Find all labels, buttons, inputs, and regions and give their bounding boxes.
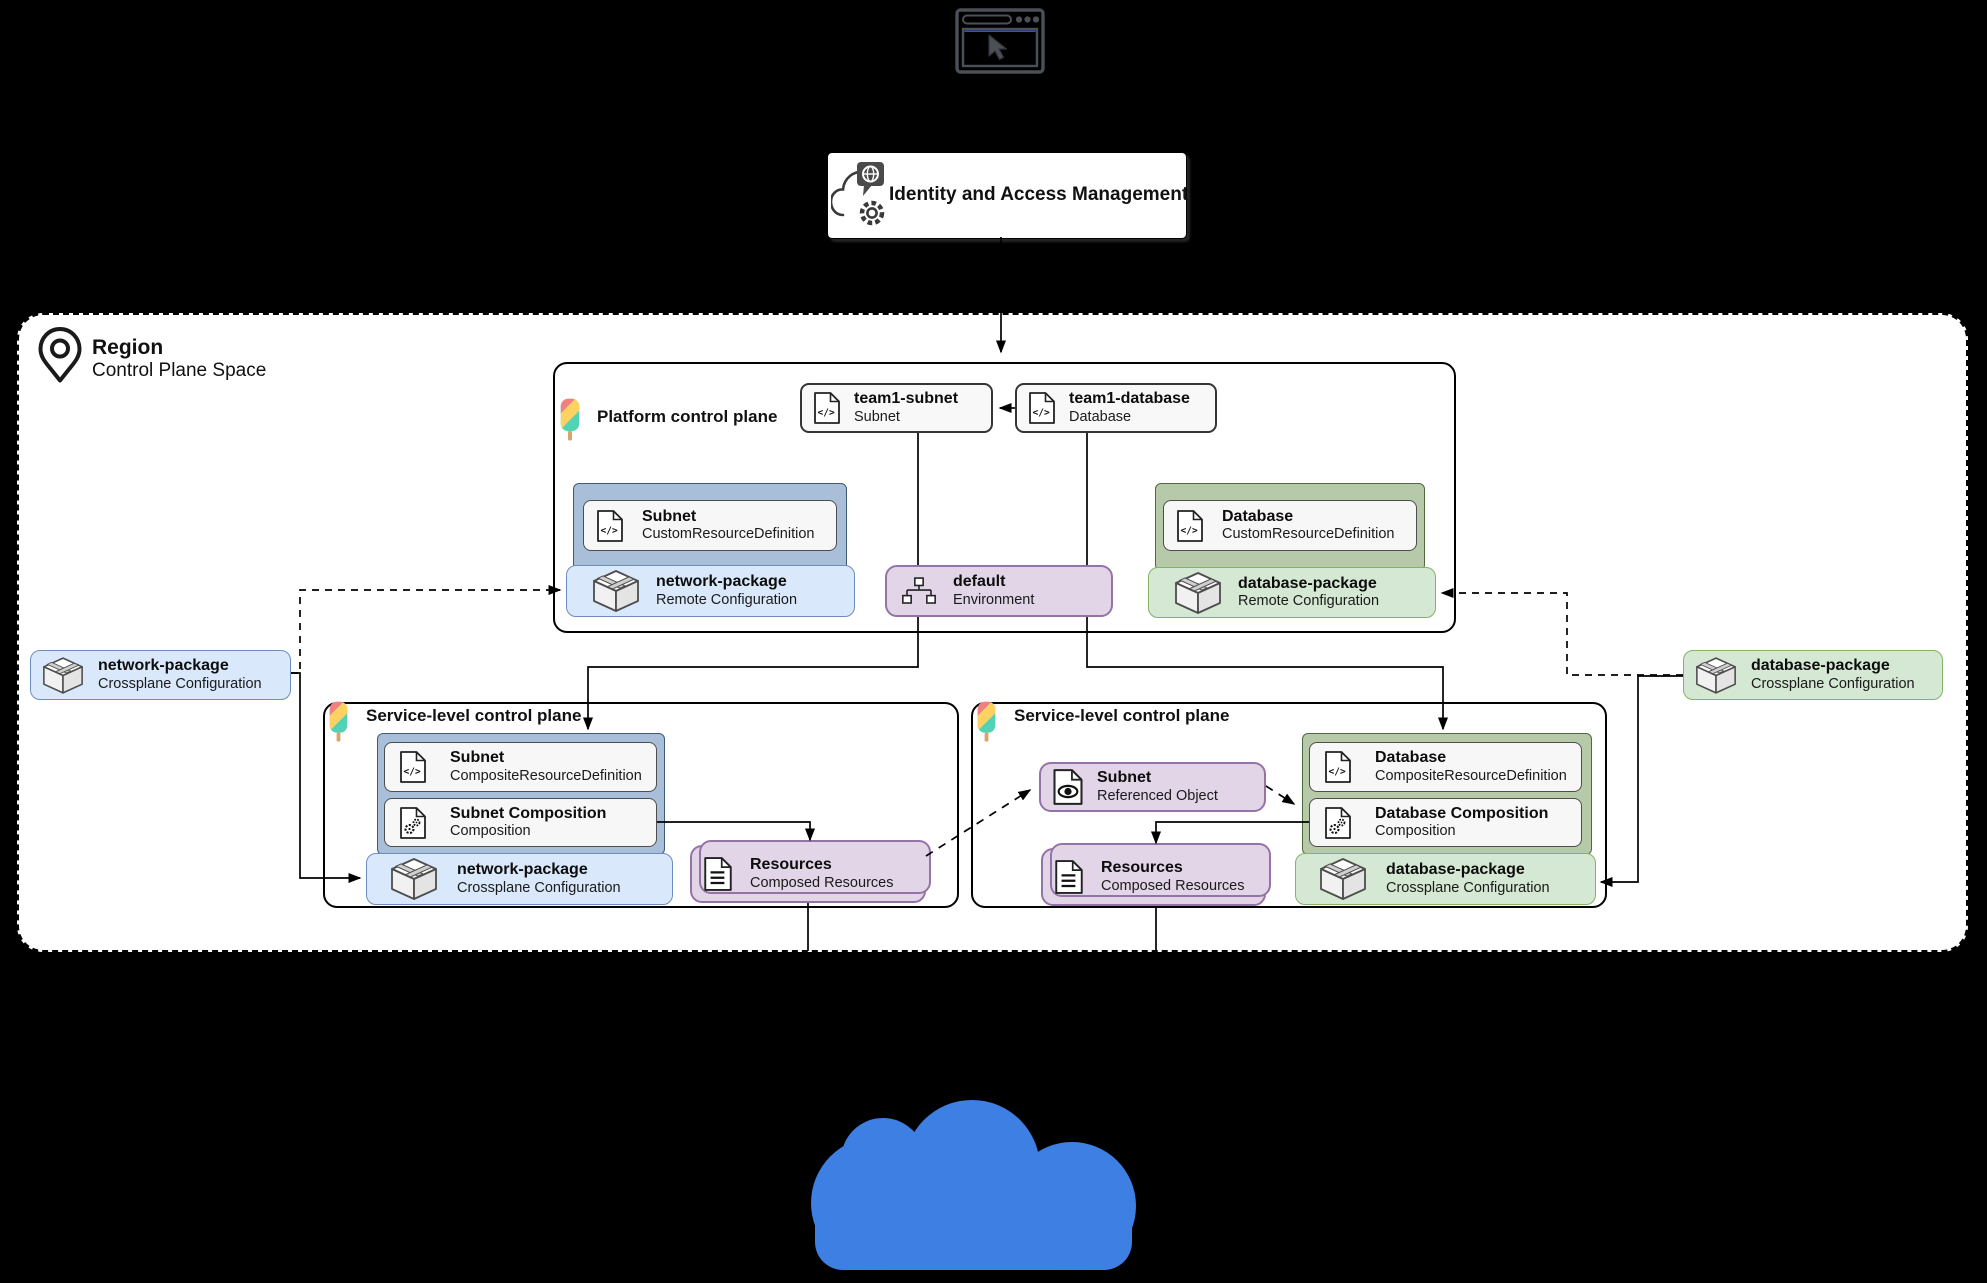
service-left-title: Service-level control plane [366,706,582,725]
node-subnet-composition: Subnet Composition Composition [384,798,657,847]
node-team1-subnet: team1-subnet Subnet [800,383,993,433]
code-file-icon [814,392,840,424]
node-database-package-config-sl: database-package Crossplane Configuratio… [1295,853,1596,905]
package-box-icon [593,570,639,612]
crossplane-popsicle-icon [329,701,349,743]
package-box-icon [1696,656,1736,694]
node-database-package-remote: database-package Remote Configuration [1148,567,1436,618]
node-resources-left: Resources Composed Resources [690,840,931,903]
browser-window-cursor-icon [955,8,1045,74]
code-file-icon [1029,392,1055,424]
crossplane-popsicle-icon [560,398,581,442]
node-subnet-referenced-object: Subnet Referenced Object [1039,762,1266,812]
document-lines-icon [1055,860,1083,894]
node-database-xrd: Database CompositeResourceDefinition [1309,742,1582,792]
region-title: Region [92,336,164,359]
node-subnet-crd: Subnet CustomResourceDefinition [583,500,837,551]
crossplane-popsicle-icon [977,701,997,743]
cloud-provider-shape [811,1100,1136,1270]
tree-hierarchy-icon [902,577,936,604]
iam-label: Identity and Access Management [889,184,1189,205]
node-database-composition: Database Composition Composition [1309,798,1582,847]
document-lines-icon [704,857,732,891]
service-right-title: Service-level control plane [1014,706,1230,725]
node-database-crd: Database CustomResourceDefinition [1163,500,1417,551]
package-box-icon [1175,571,1221,614]
eye-file-icon [1053,769,1083,805]
location-pin-icon [38,327,82,383]
node-team1-database: team1-database Database [1015,383,1217,433]
package-box-icon [43,656,83,694]
code-file-icon [1325,751,1351,783]
iam-box [827,152,1187,239]
platform-title: Platform control plane [597,407,778,426]
code-file-icon [1177,510,1203,542]
node-subnet-xrd: Subnet CompositeResourceDefinition [384,742,657,792]
package-box-icon [391,858,437,900]
code-file-icon [597,510,623,542]
package-box-icon [1320,858,1366,900]
node-database-package-config-outer: database-package Crossplane Configuratio… [1683,650,1943,700]
gear-file-icon [1325,807,1351,839]
node-network-package-config-outer: network-package Crossplane Configuration [30,650,291,700]
region-subtitle: Control Plane Space [92,360,267,381]
cloud-identity-gear-icon [831,160,889,228]
gear-file-icon [400,807,426,839]
node-resources-right: Resources Composed Resources [1041,843,1271,906]
node-network-package-config-sl: network-package Crossplane Configuration [366,853,673,905]
node-network-package-remote: network-package Remote Configuration [566,565,855,617]
node-default-environment: default Environment [885,565,1113,617]
code-file-icon [400,751,426,783]
